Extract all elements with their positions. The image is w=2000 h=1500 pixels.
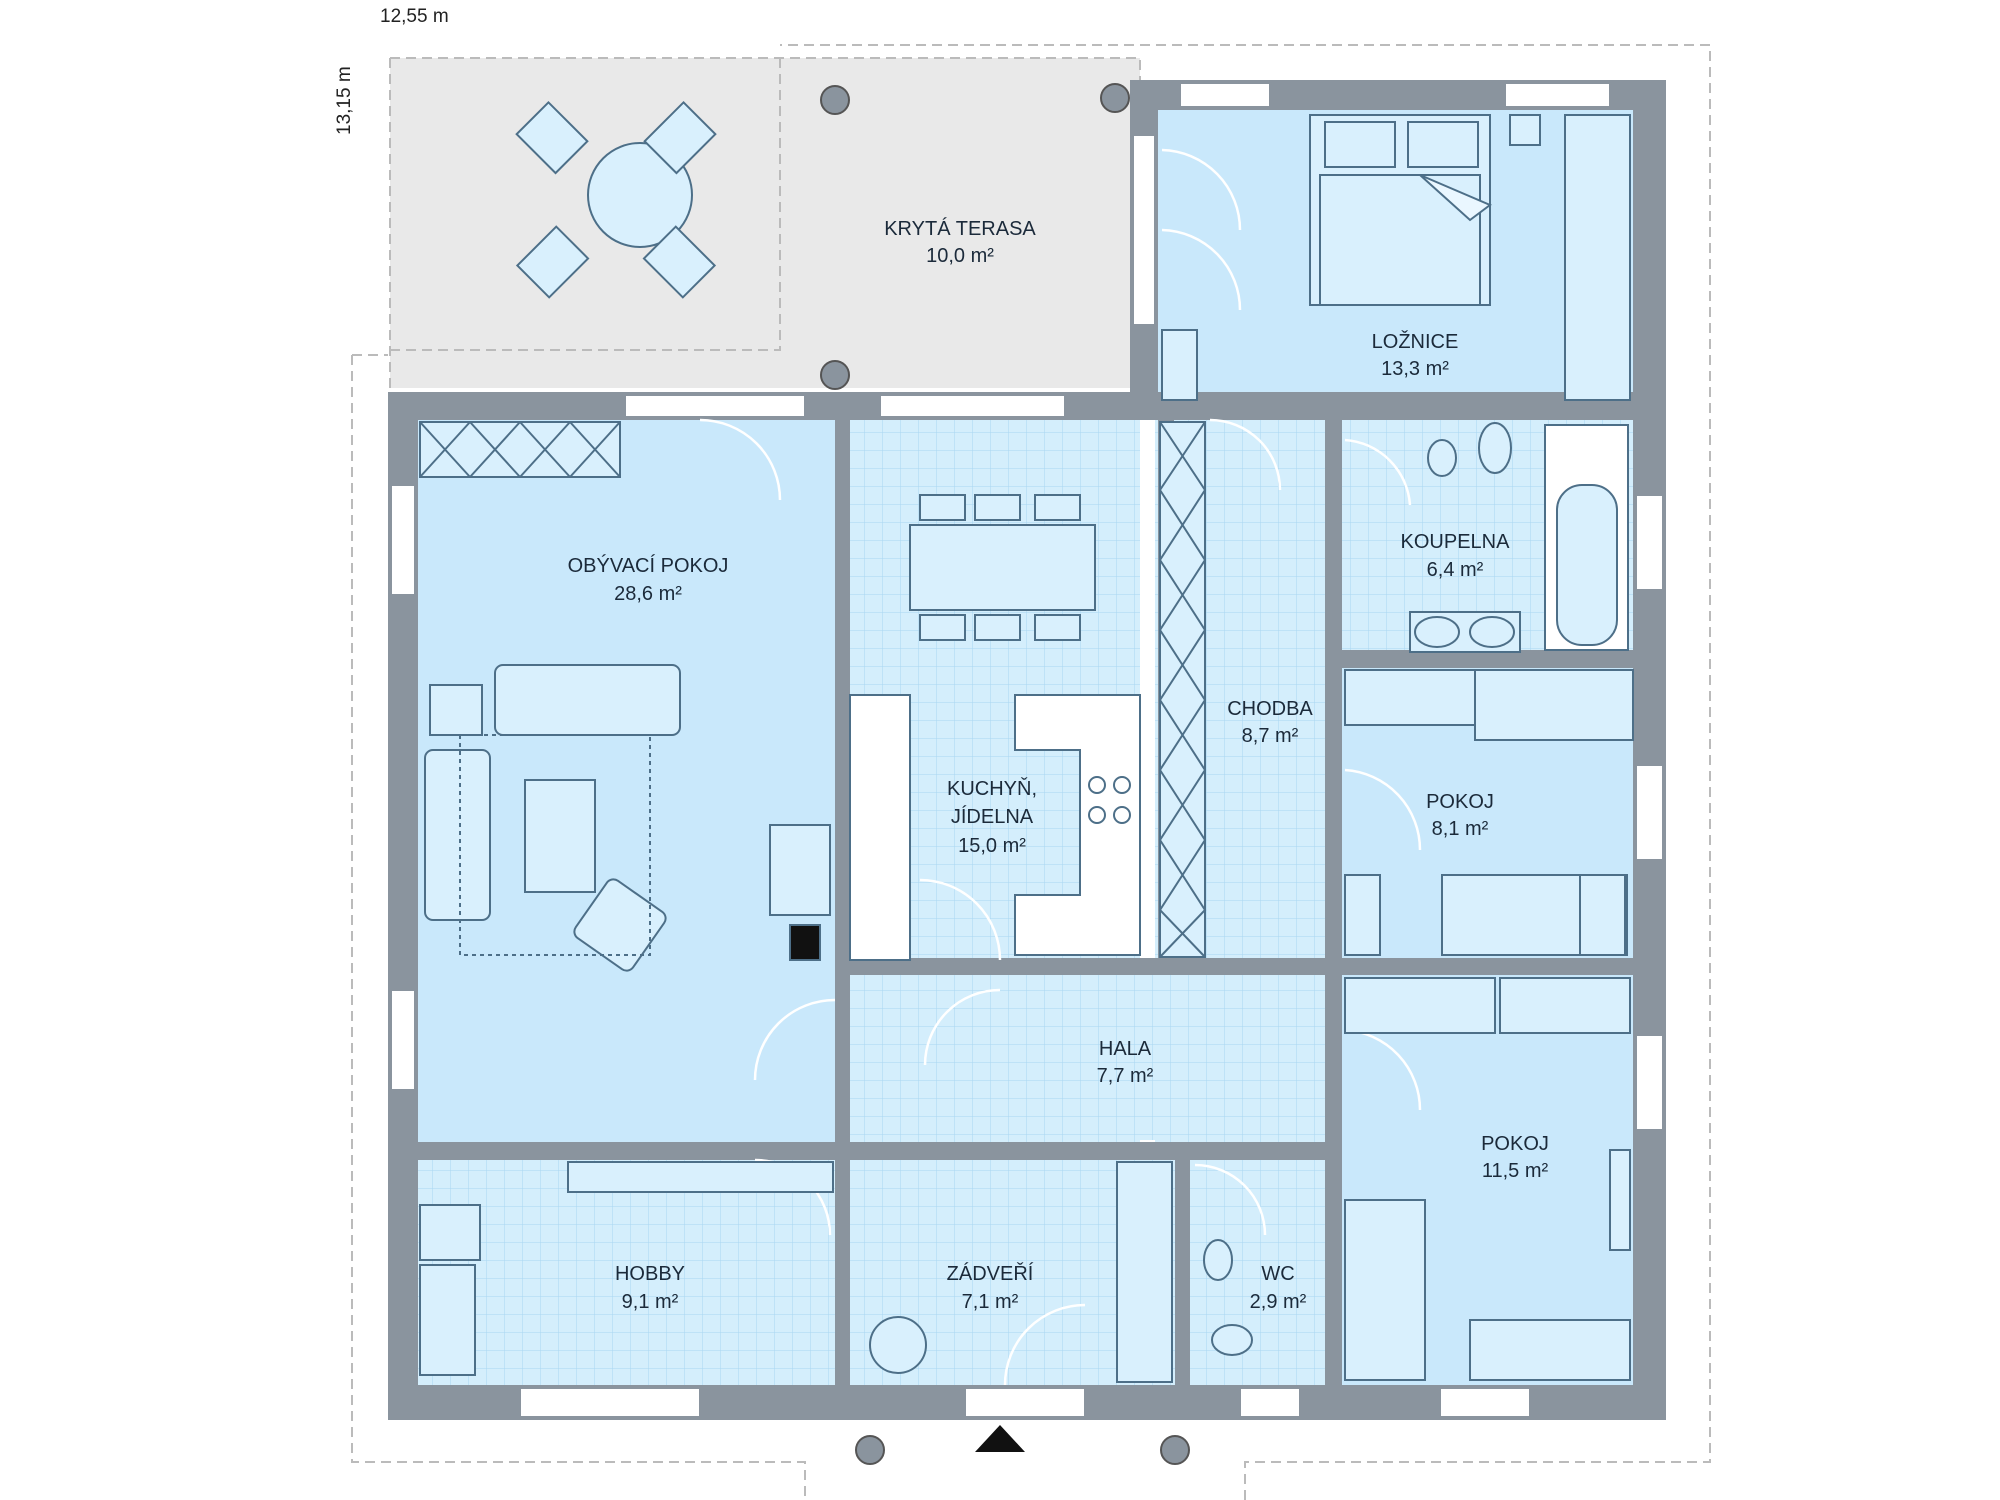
room-area-hobby: 9,1 m² [622,1291,679,1313]
room-area-corridor: 8,7 m² [1242,725,1299,747]
room2-furniture [1344,977,1631,1381]
bedroom-shelf [1161,329,1198,401]
fireplace [769,824,831,961]
room1-furniture [1344,669,1634,956]
dining-table [909,494,1096,641]
room-name-terrace: KRYTÁ TERASA [884,217,1036,240]
bedroom-side-table [1509,114,1541,146]
corridor-wardrobe [1158,421,1207,958]
room-name-kitchen-line2: JÍDELNA [951,805,1034,828]
room-name-kitchen-line1: KUCHYŇ, [947,777,1037,800]
room-name-hobby: HOBBY [615,1263,685,1285]
entrance-furniture [869,1161,1173,1383]
room-name-room1: POKOJ [1426,791,1494,813]
bookshelf [419,421,621,478]
room-area-wc: 2,9 m² [1250,1291,1307,1313]
room-area-bathroom: 6,4 m² [1427,559,1484,581]
width-dimension: 12,55 m [380,6,449,27]
terrace-table-set [515,100,717,299]
terrace-columns [820,83,1190,1465]
room-area-terrace: 10,0 m² [926,245,994,267]
windows [390,82,1664,1418]
room-area-kitchen: 15,0 m² [958,835,1026,857]
wardrobe [1564,114,1631,401]
room-name-corridor: CHODBA [1227,698,1313,720]
room-area-bedroom: 13,3 m² [1381,358,1449,380]
room-name-living: OBÝVACÍ POKOJ [568,554,729,577]
sofa [424,664,681,921]
room-area-entrance: 7,1 m² [962,1291,1019,1313]
bed [1309,114,1492,306]
height-dimension: 13,15 m [334,66,355,135]
room-area-room2: 11,5 m² [1482,1160,1549,1182]
armchair [573,878,667,972]
room-area-living: 28,6 m² [614,583,682,605]
room-name-hall: HALA [1099,1038,1152,1060]
furniture [419,100,1634,1383]
room-area-hall: 7,7 m² [1097,1065,1154,1087]
coffee-table [524,779,596,893]
room-name-bedroom: LOŽNICE [1372,330,1459,353]
terrace [389,57,1141,388]
wc-fixtures [1203,1239,1253,1356]
entrance-arrow [975,1425,1025,1452]
room-name-bathroom: KOUPELNA [1401,531,1511,553]
room-labels: KRYTÁ TERASA 10,0 m² LOŽNICE 13,3 m² OBÝ… [568,217,1549,1313]
kitchen-counters [849,694,1141,961]
room-name-wc: WC [1261,1263,1294,1285]
room-name-entrance: ZÁDVEŘÍ [947,1262,1034,1285]
plot-outline [351,44,1711,1500]
room-name-room2: POKOJ [1481,1133,1549,1155]
rug-outline [459,734,651,956]
bathroom-fixtures [1409,422,1629,653]
hobby-furniture [419,1161,834,1376]
room-area-room1: 8,1 m² [1432,818,1489,840]
